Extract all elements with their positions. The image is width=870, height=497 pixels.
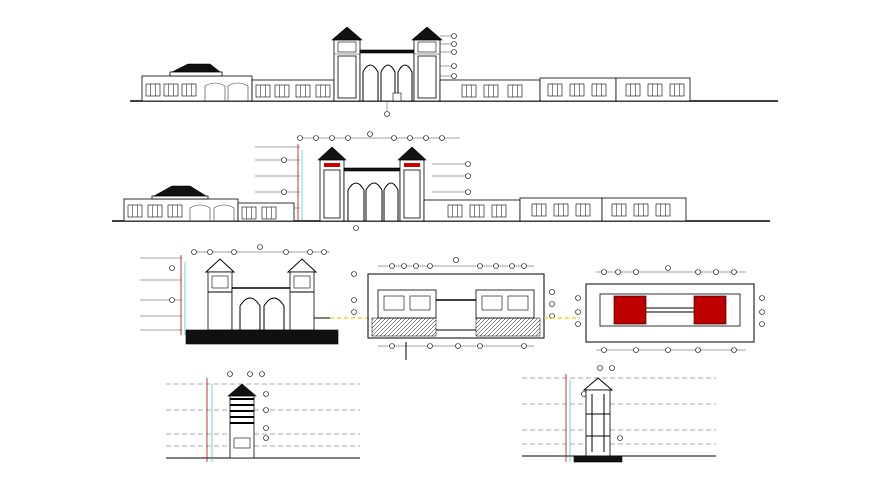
- rear-right-wing: [423, 197, 687, 222]
- front-elevation: [130, 26, 778, 117]
- gate-plan-ground: [367, 257, 580, 360]
- rear-arcade: [343, 167, 401, 222]
- tower-side-section-left: [166, 371, 360, 462]
- section-foundation: [185, 329, 339, 345]
- plan-paving-left: [371, 317, 437, 337]
- roof-tower-right-fill: [693, 295, 727, 325]
- rear-left-pavilion: [123, 185, 295, 222]
- plan-paving-right: [475, 317, 541, 337]
- section-left-tower: [204, 258, 236, 331]
- rear-right-tower: [397, 146, 427, 222]
- left-tower: [331, 26, 363, 102]
- gate-section: [140, 244, 372, 345]
- roof-tower-left-fill: [613, 295, 647, 325]
- gate-arcade: [359, 49, 415, 102]
- right-tower: [411, 26, 443, 102]
- left-wing-wall: [251, 79, 335, 102]
- section-arcade: [231, 287, 293, 331]
- right-wing-wall: [439, 77, 691, 102]
- section-level-lines: [140, 244, 357, 335]
- gate-plan-roof: [575, 265, 765, 353]
- left-pavilion: [141, 63, 253, 102]
- rear-left-tower: [317, 146, 347, 222]
- dimension-lines: [255, 131, 471, 231]
- tower-side-section-right: [522, 365, 716, 463]
- rear-elevation: [112, 131, 770, 231]
- section-right-tower: [286, 258, 330, 331]
